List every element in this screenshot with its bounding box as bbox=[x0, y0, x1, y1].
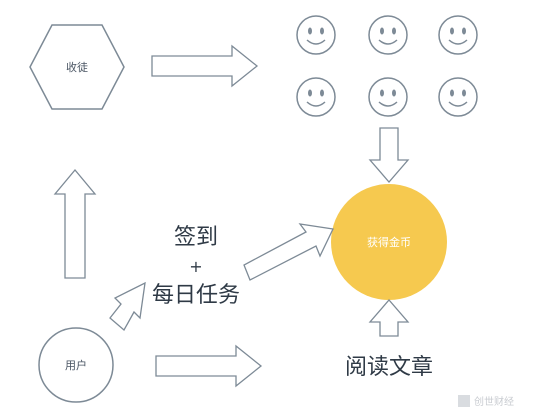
disciple-label: 收徒 bbox=[66, 60, 88, 74]
coin-node: 获得金币 bbox=[331, 184, 447, 300]
watermark-logo-icon bbox=[458, 395, 470, 407]
watermark: 创世财经 bbox=[458, 395, 514, 408]
arrow-right-to-reading bbox=[155, 344, 263, 388]
arrow-down-to-coin bbox=[368, 127, 410, 183]
user-label: 用户 bbox=[65, 358, 87, 372]
arrow-right-to-faces bbox=[151, 44, 259, 88]
arrow-up-to-disciple bbox=[53, 168, 97, 279]
smiley-icon bbox=[438, 77, 478, 117]
coin-circle bbox=[331, 184, 447, 300]
coin-label: 获得金币 bbox=[367, 235, 411, 249]
user-circle bbox=[38, 327, 114, 403]
smiley-icon bbox=[438, 15, 478, 55]
tasks-group: 签到 + 每日任务 bbox=[152, 225, 240, 308]
arrow-diagonal-to-tasks bbox=[109, 281, 146, 332]
arrow-diagonal-to-coin bbox=[243, 223, 334, 281]
smiley-grid bbox=[296, 15, 478, 117]
disciple-node: 收徒 bbox=[29, 24, 125, 110]
user-node: 用户 bbox=[38, 327, 114, 403]
smiley-icon bbox=[368, 15, 408, 55]
smiley-icon bbox=[296, 77, 336, 117]
reading-label: 阅读文章 bbox=[345, 355, 433, 380]
watermark-text: 创世财经 bbox=[474, 395, 514, 408]
arrow-up-to-coin bbox=[368, 299, 410, 337]
daily-task-label: 每日任务 bbox=[152, 283, 240, 308]
checkin-label: 签到 bbox=[174, 225, 218, 250]
smiley-icon bbox=[296, 15, 336, 55]
smiley-icon bbox=[368, 77, 408, 117]
hexagon-shape bbox=[29, 24, 125, 110]
plus-label: + bbox=[189, 257, 202, 276]
